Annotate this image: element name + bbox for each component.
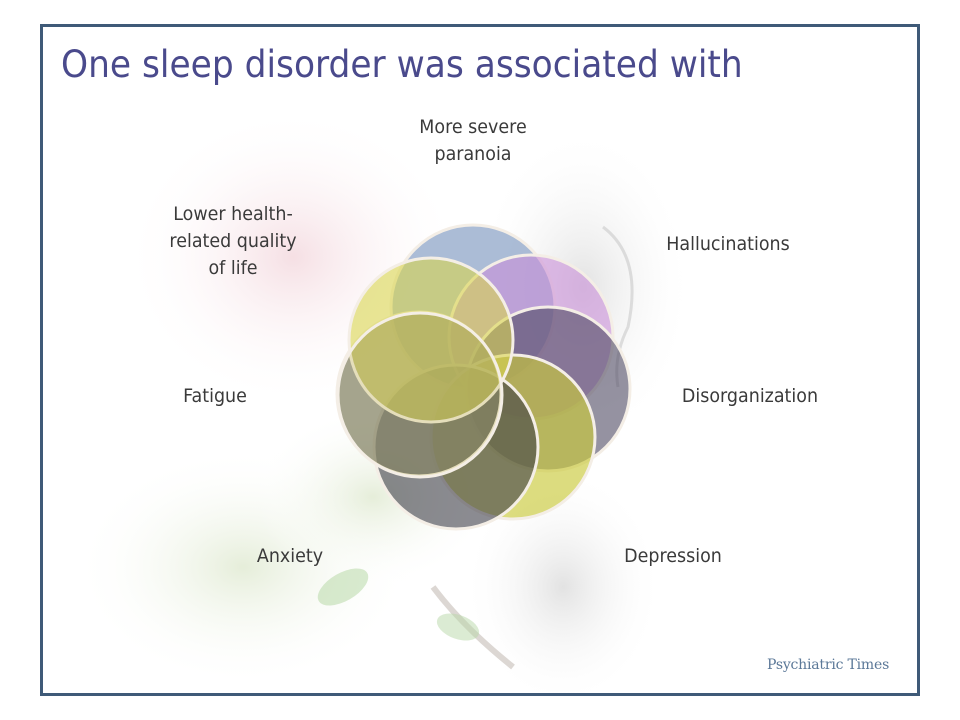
label-quality-of-life: Lower health- related quality of life	[169, 203, 297, 279]
label-paranoia: More severe paranoia	[419, 116, 527, 165]
label-anxiety: Anxiety	[256, 545, 324, 567]
circle-inner-overlap	[336, 311, 504, 479]
slide-title: One sleep disorder was associated with	[61, 43, 743, 86]
psychiatric-times-logo: Psychiatric Times	[767, 657, 890, 673]
overlapping-circles-diagram	[335, 223, 632, 531]
label-fatigue: Fatigue	[183, 385, 247, 407]
slide-frame: One sleep disorder was associated with M…	[40, 24, 920, 696]
circle-quality-of-life	[347, 256, 515, 424]
label-depression: Depression	[624, 545, 722, 567]
label-hallucinations: Hallucinations	[666, 233, 790, 255]
label-disorganization: Disorganization	[681, 385, 819, 407]
